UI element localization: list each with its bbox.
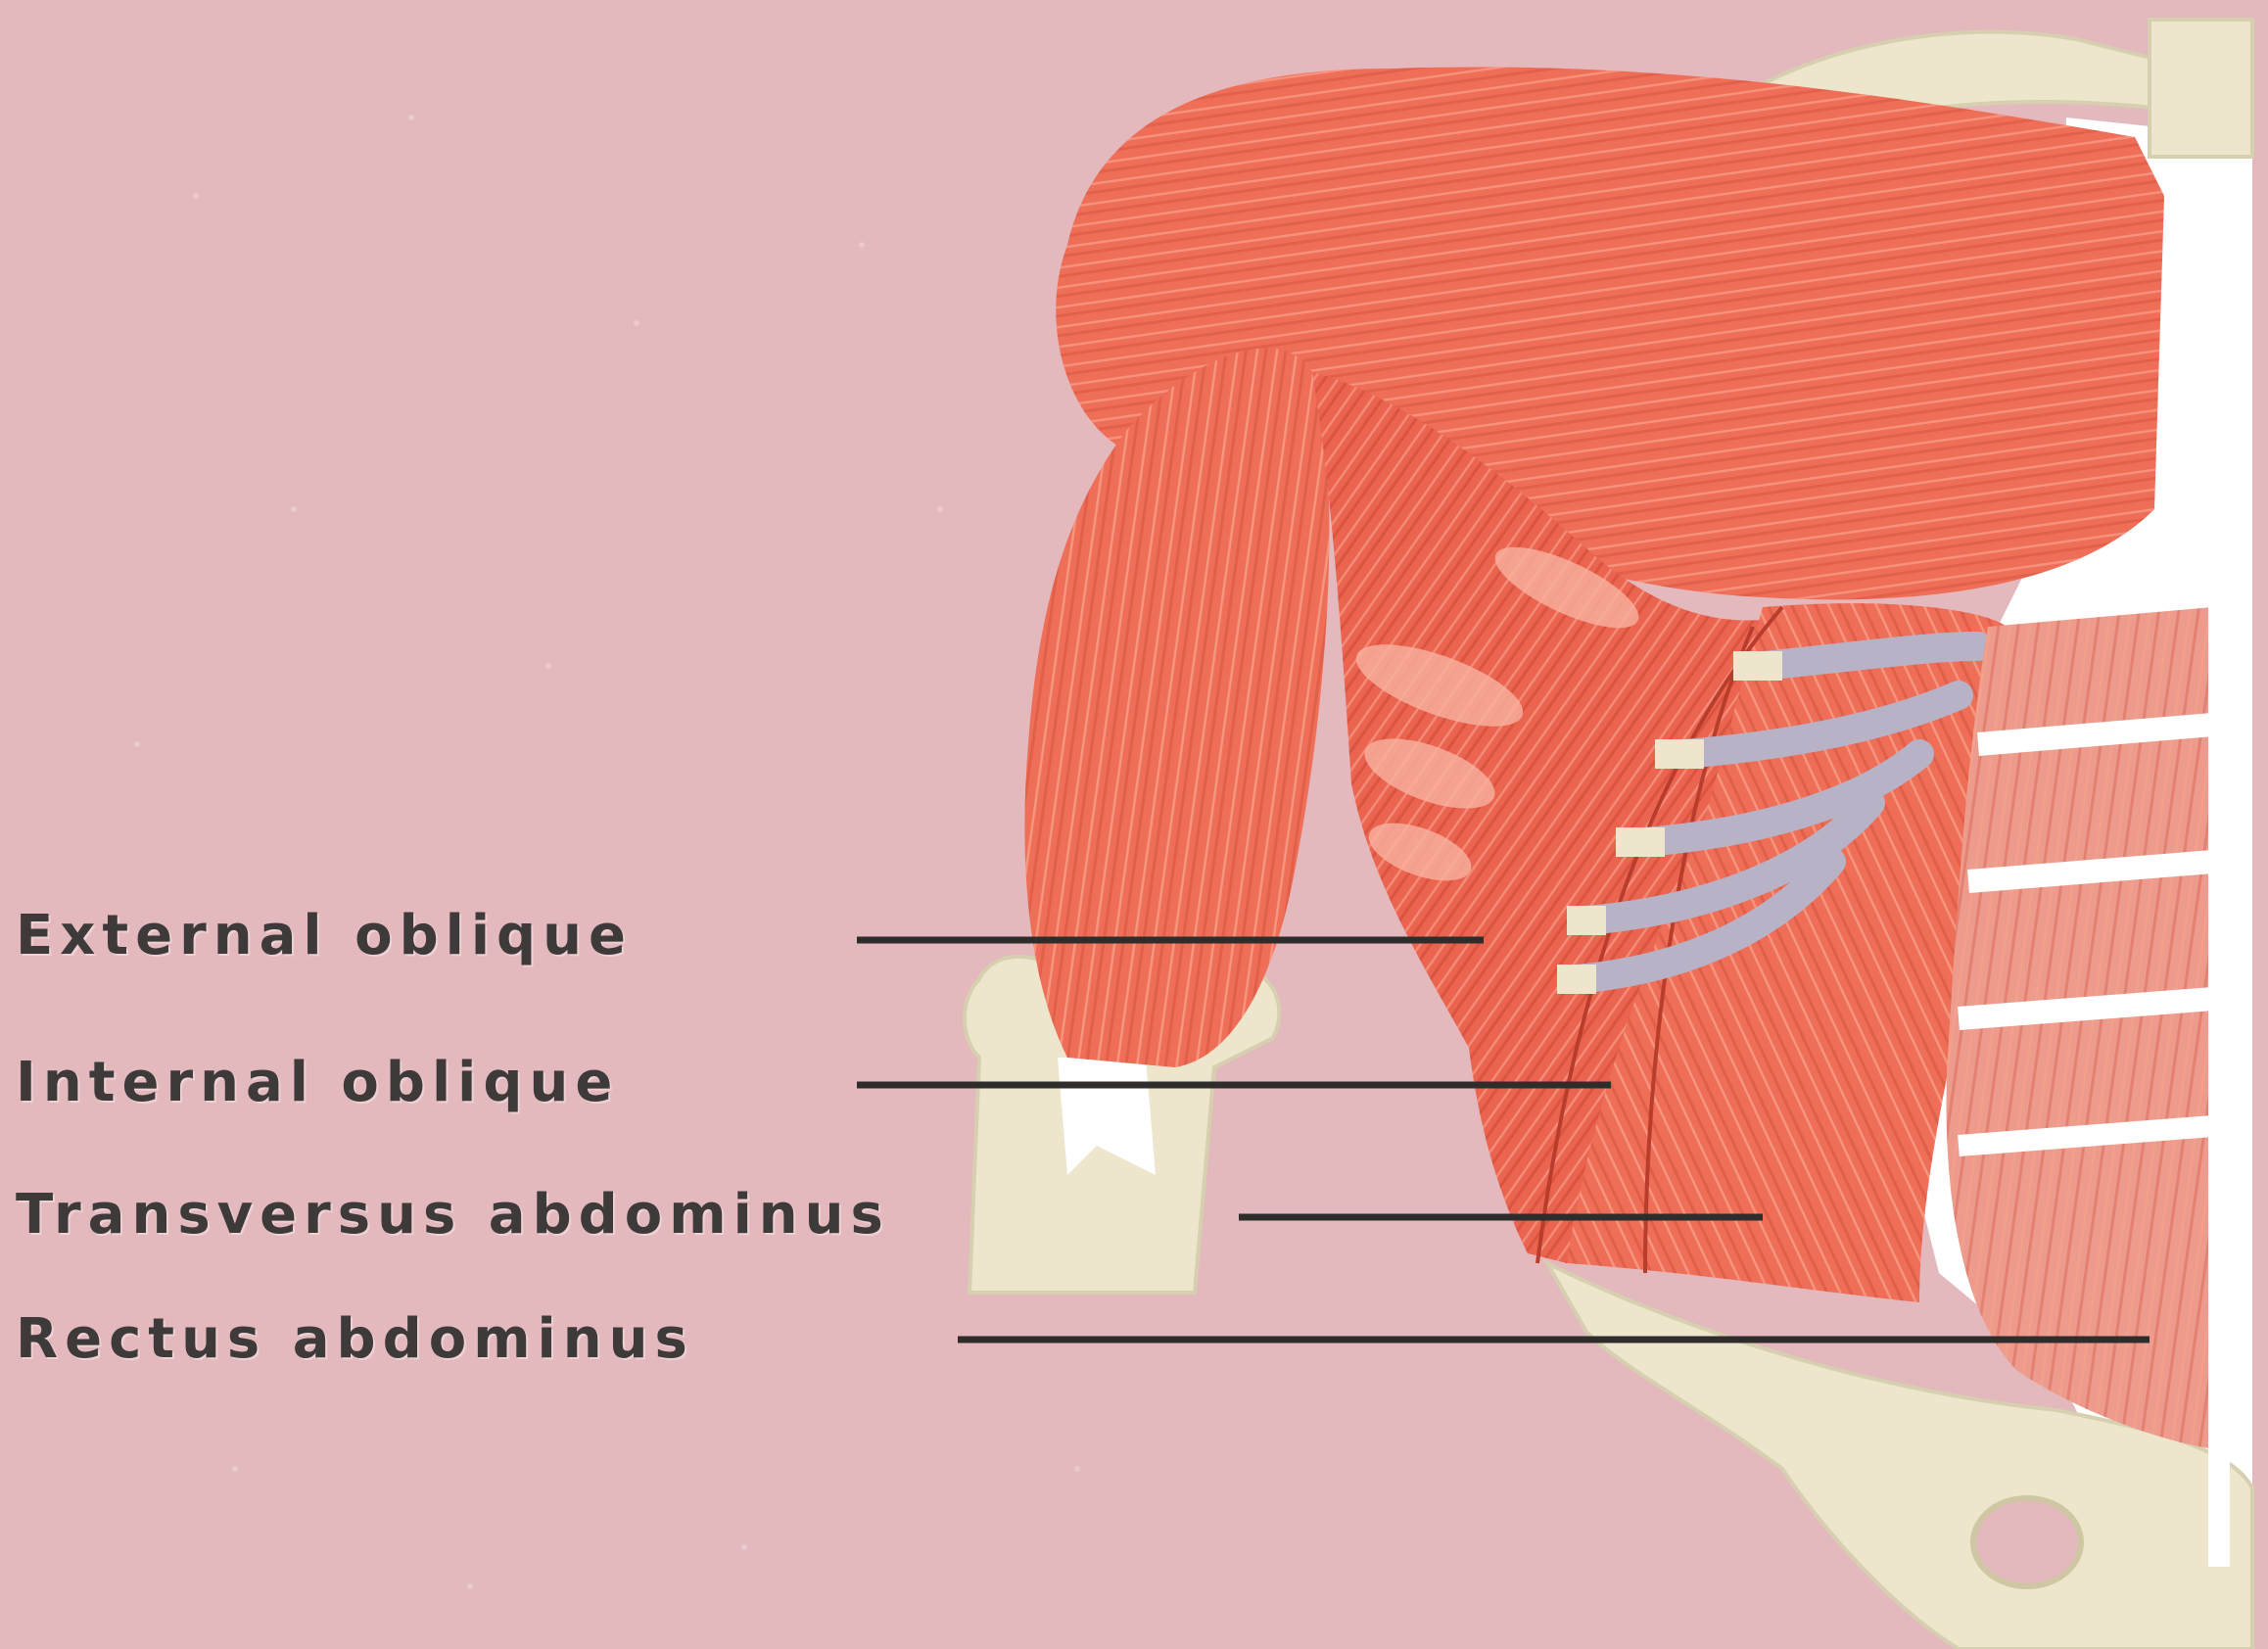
upper-arm-fibers: [1024, 349, 1329, 1067]
label-internal-oblique: Internal oblique: [16, 1056, 619, 1110]
label-transversus-abdominus: Transversus abdominus: [16, 1188, 890, 1243]
linea-alba: [2208, 490, 2230, 1567]
label-external-oblique: External oblique: [16, 909, 633, 964]
label-rectus-abdominus: Rectus abdominus: [16, 1312, 694, 1367]
sternum-bone: [2150, 20, 2252, 157]
pelvis-foramen: [1973, 1498, 2081, 1586]
rectus-abdominus-muscle: [1947, 607, 2213, 1449]
